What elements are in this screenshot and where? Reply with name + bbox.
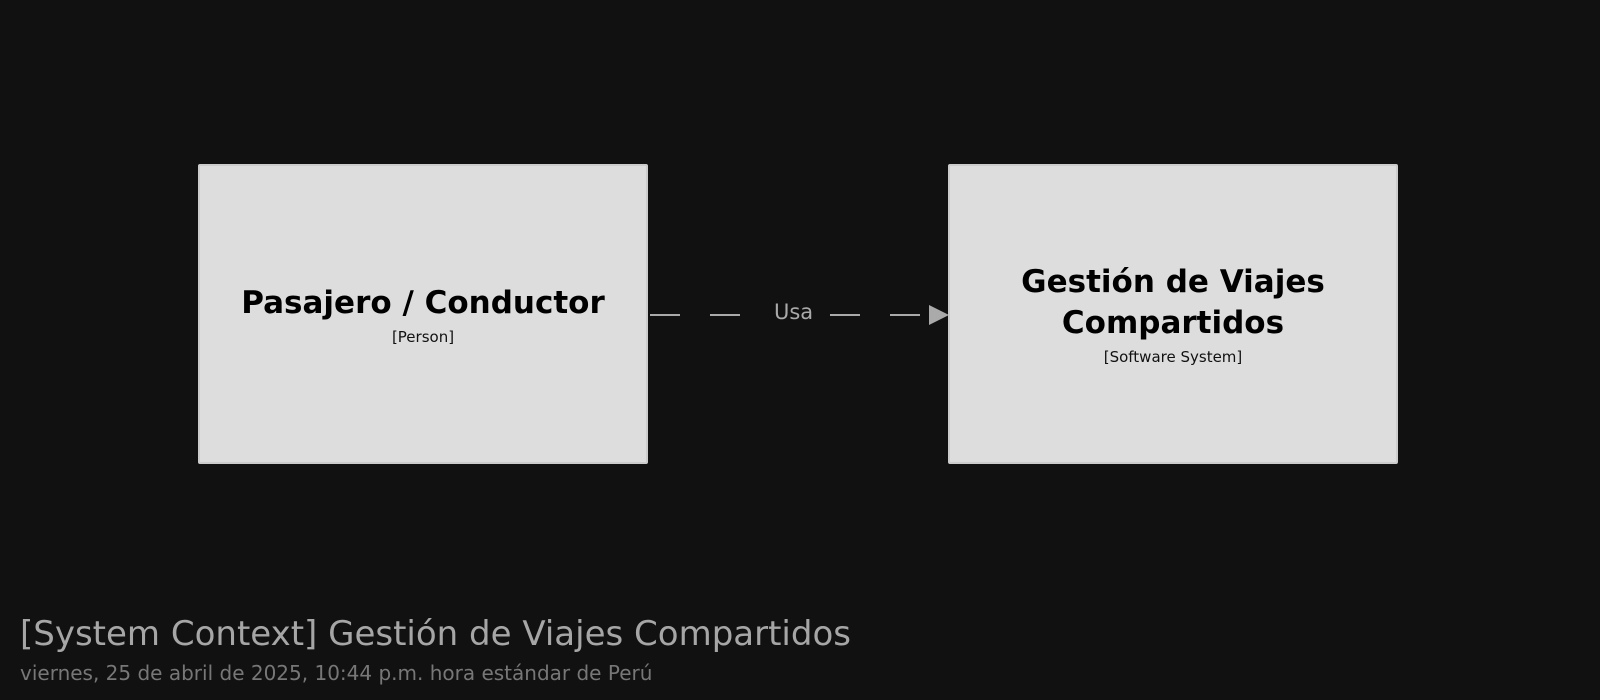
node-name: Pasajero / Conductor: [241, 284, 605, 321]
arrowhead-icon: [929, 305, 949, 325]
edge-label: Usa: [770, 300, 818, 324]
node-type: [Software System]: [1103, 348, 1243, 366]
software-system-node[interactable]: Gestión de Viajes Compartidos [Software …: [948, 164, 1398, 464]
diagram-title: [System Context] Gestión de Viajes Compa…: [20, 614, 851, 654]
person-node[interactable]: Pasajero / Conductor [Person]: [198, 164, 648, 464]
node-name: Gestión de Viajes Compartidos: [1021, 264, 1325, 341]
diagram-subtitle: viernes, 25 de abril de 2025, 10:44 p.m.…: [20, 661, 653, 685]
node-type: [Person]: [391, 327, 455, 346]
